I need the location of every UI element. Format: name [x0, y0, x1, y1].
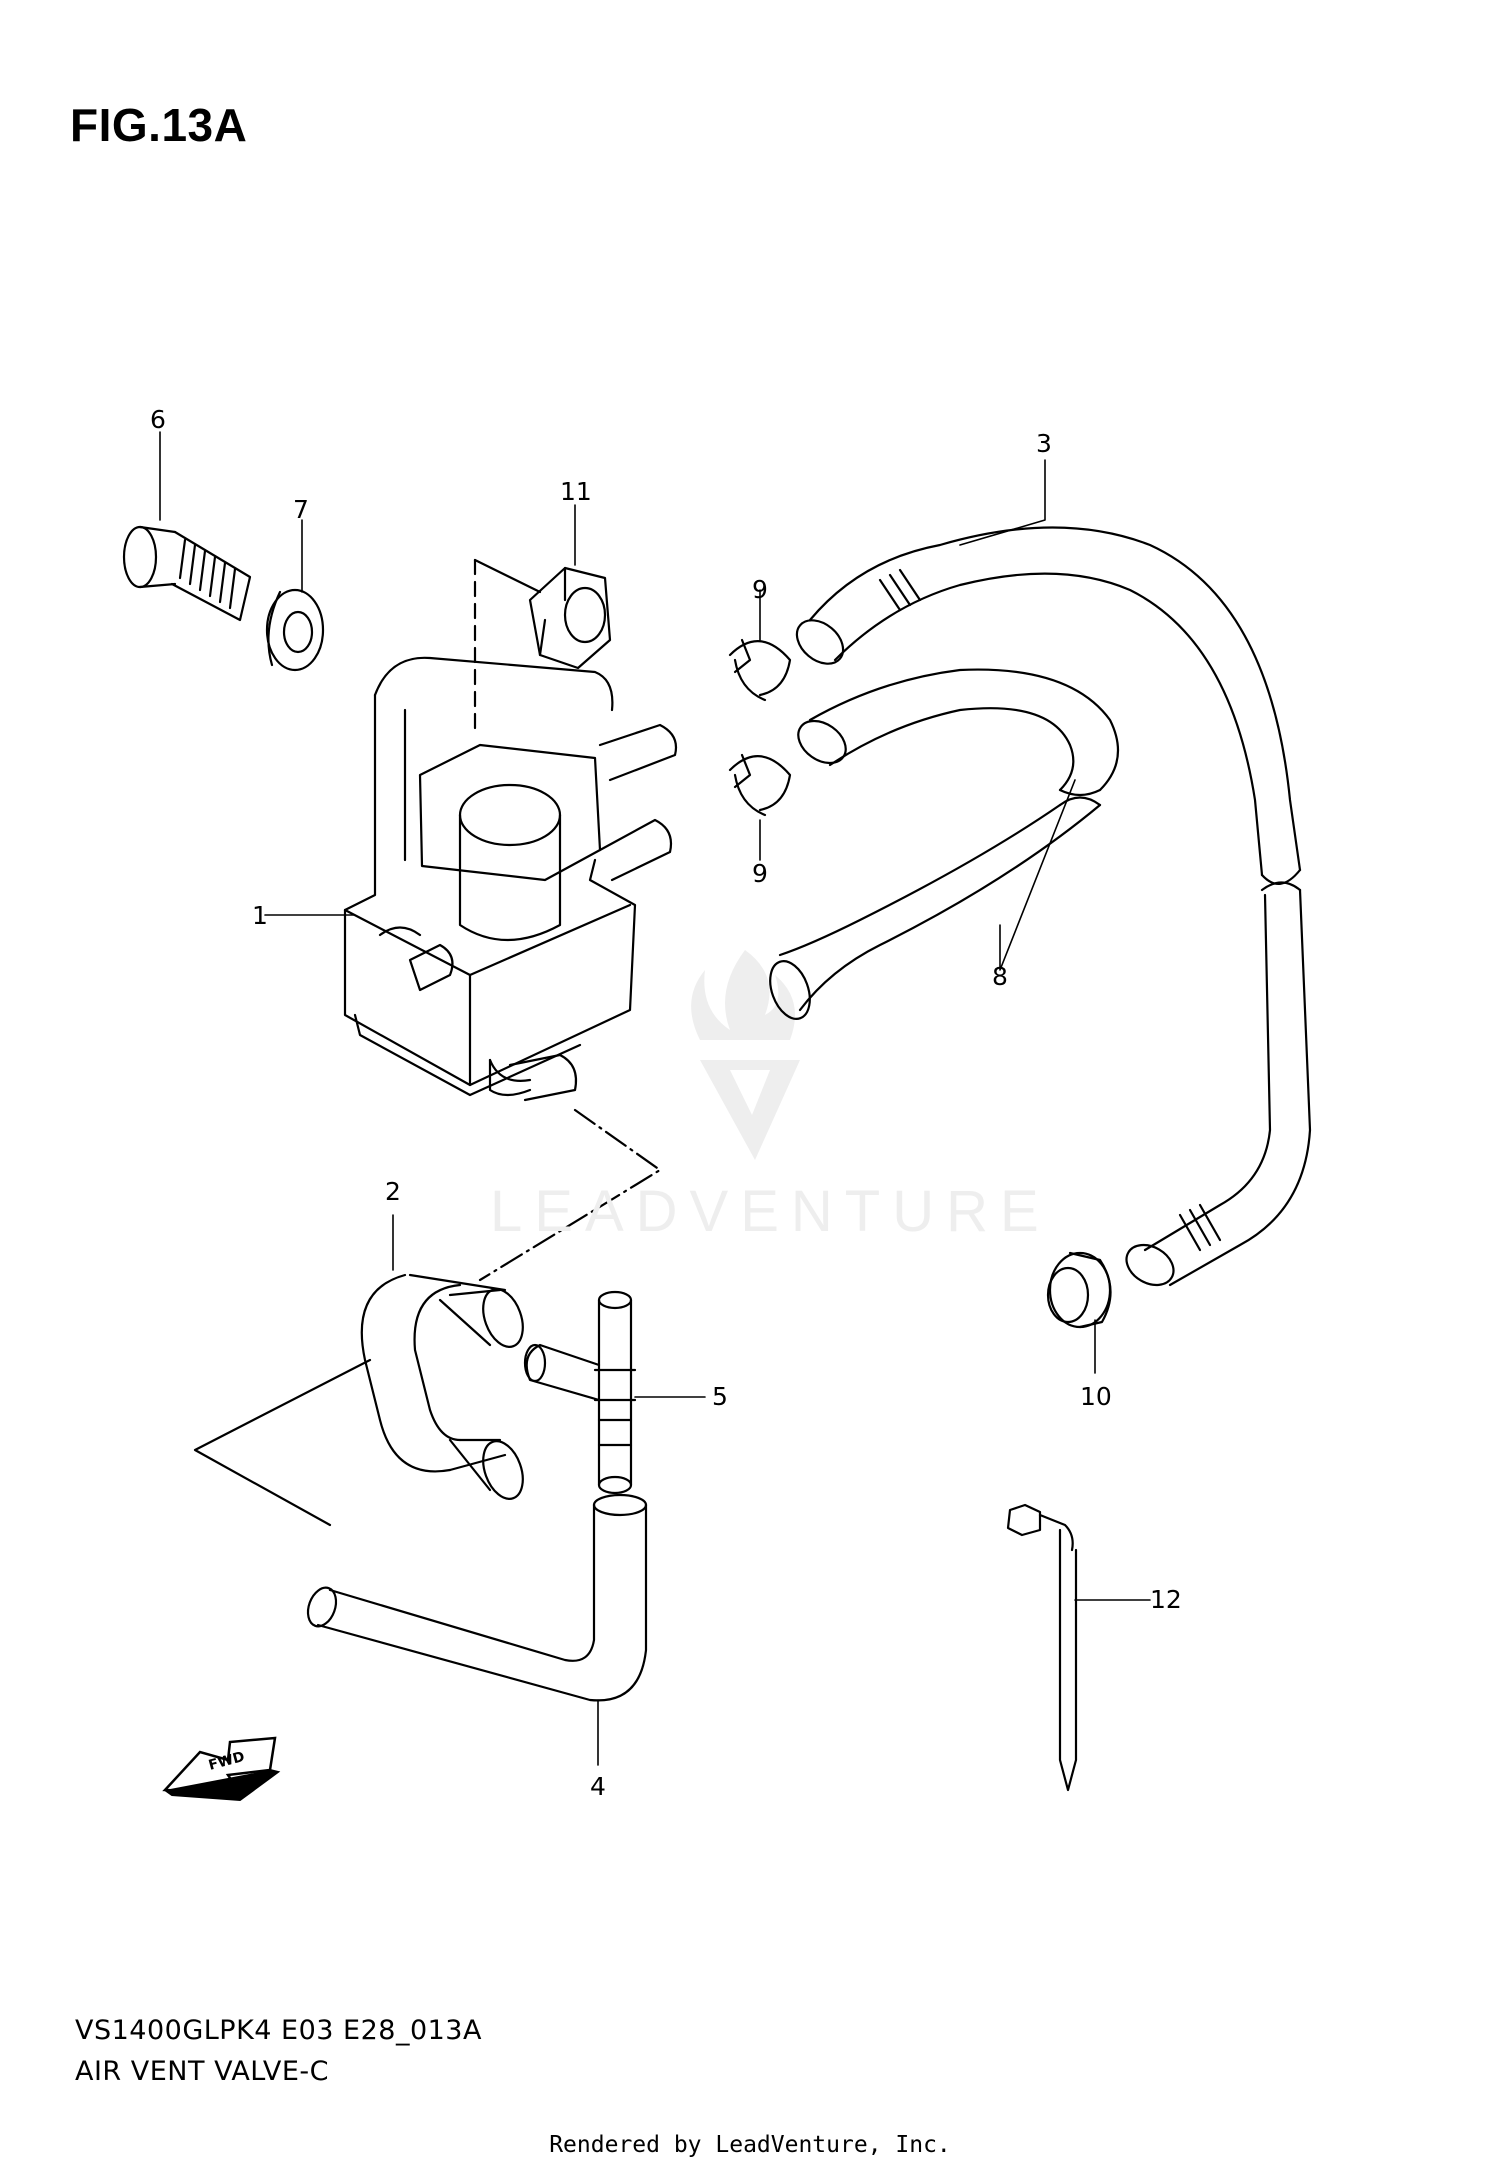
hose-bent-part [769, 668, 1120, 1020]
callout-5: 5 [712, 1382, 728, 1411]
hose-l-part [306, 1493, 648, 1702]
leadventure-logo-icon [691, 950, 800, 1160]
render-credit: Rendered by LeadVenture, Inc. [549, 2132, 951, 2158]
callout-7: 7 [293, 495, 309, 524]
nut-part [528, 566, 612, 670]
watermark-text: LEADVENTURE [490, 1179, 1051, 1244]
t-joint-part [523, 1290, 637, 1495]
hose-u-part [360, 1273, 524, 1500]
callout-10: 10 [1080, 1382, 1112, 1411]
cap-part [1046, 1251, 1112, 1329]
callout-labels: 6 7 11 9 9 3 8 1 2 5 10 12 4 [150, 405, 1182, 1801]
callout-2: 2 [385, 1177, 401, 1206]
section-name: AIR VENT VALVE-C [75, 2056, 329, 2087]
callout-3: 3 [1036, 429, 1052, 458]
callout-9-lower: 9 [752, 859, 768, 888]
callout-1: 1 [252, 901, 268, 930]
callout-12: 12 [1150, 1585, 1182, 1614]
model-code: VS1400GLPK4 E03 E28_013A [75, 2015, 482, 2046]
sensor-part [1006, 1503, 1078, 1792]
callout-4: 4 [590, 1772, 606, 1801]
air-vent-valve-part [343, 558, 678, 1102]
clip-part-lower [728, 753, 792, 817]
callout-6: 6 [150, 405, 166, 434]
figure-title: FIG.13A [70, 99, 248, 151]
clip-part-upper [728, 638, 792, 702]
bolt-part [122, 525, 252, 622]
washer-part [265, 588, 325, 672]
assembly-leader-lines [193, 1108, 662, 1527]
callout-9-upper: 9 [752, 575, 768, 604]
hose-long-part [795, 526, 1312, 1287]
callout-leaders [159, 431, 1151, 1766]
callout-8: 8 [992, 962, 1008, 991]
fwd-arrow-icon: FWD [162, 1736, 281, 1802]
callout-11: 11 [560, 477, 592, 506]
